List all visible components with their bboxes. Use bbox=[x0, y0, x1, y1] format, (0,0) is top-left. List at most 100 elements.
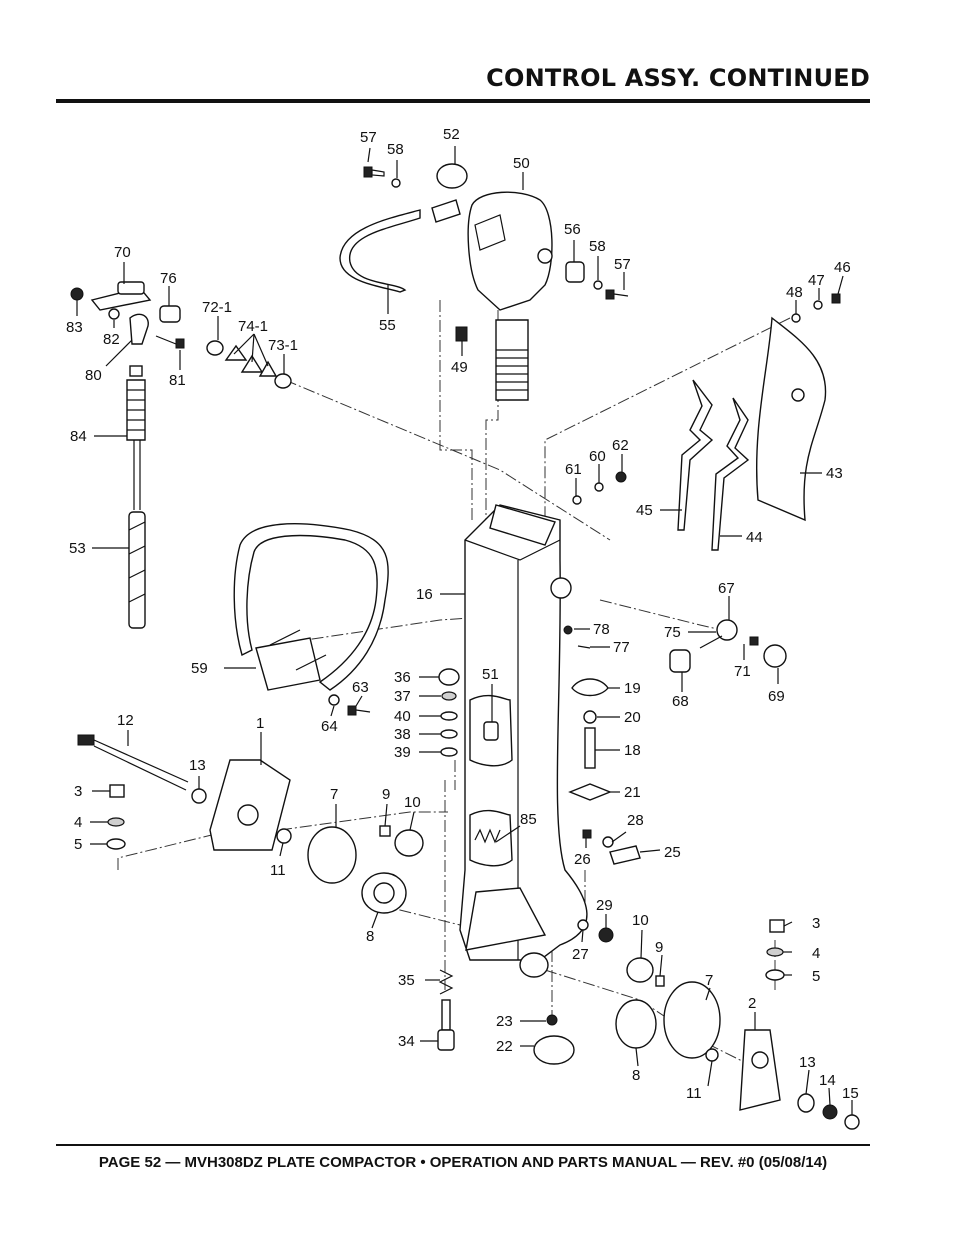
main-frame bbox=[459, 504, 588, 978]
header-rule bbox=[56, 99, 870, 103]
callout-label: 55 bbox=[379, 317, 396, 334]
callout-label: 52 bbox=[443, 126, 460, 143]
callout-label: 29 bbox=[596, 897, 613, 914]
callout-label: 18 bbox=[624, 742, 641, 759]
right-mount-parts bbox=[615, 919, 860, 1130]
callout-label: 39 bbox=[394, 744, 411, 761]
callout-label: 7 bbox=[705, 972, 713, 989]
callout-label: 47 bbox=[808, 272, 825, 289]
page-footer: PAGE 52 — MVH308DZ PLATE COMPACTOR • OPE… bbox=[98, 1154, 828, 1171]
callout-label: 75 bbox=[664, 624, 681, 641]
callout-label: 5 bbox=[74, 836, 82, 853]
callout-label: 58 bbox=[387, 141, 404, 158]
callout-label: 46 bbox=[834, 259, 851, 276]
callout-label: 83 bbox=[66, 319, 83, 336]
assembly-dash-lines bbox=[117, 300, 791, 1071]
washer-stack bbox=[438, 668, 460, 757]
callout-label: 50 bbox=[513, 155, 530, 172]
callout-label: 3 bbox=[74, 783, 82, 800]
bellows-ribs bbox=[496, 349, 528, 391]
callout-label: 26 bbox=[574, 851, 591, 868]
callout-label: 85 bbox=[520, 811, 537, 828]
callout-label: 48 bbox=[786, 284, 803, 301]
callout-label: 9 bbox=[655, 939, 663, 956]
callout-label: 34 bbox=[398, 1033, 415, 1050]
callout-label: 11 bbox=[686, 1085, 702, 1102]
callout-label: 63 bbox=[352, 679, 369, 696]
callout-label: 19 bbox=[624, 680, 641, 697]
callout-label: 13 bbox=[799, 1054, 816, 1071]
callout-label: 36 bbox=[394, 669, 411, 686]
callout-label: 23 bbox=[496, 1013, 513, 1030]
callout-label: 25 bbox=[664, 844, 681, 861]
callout-label: 11 bbox=[270, 862, 286, 879]
left-mount-parts bbox=[77, 734, 424, 914]
callout-label: 74-1 bbox=[238, 318, 268, 335]
callout-label: 77 bbox=[613, 639, 630, 656]
callout-label: 56 bbox=[564, 221, 581, 238]
callout-label: 4 bbox=[812, 945, 820, 962]
callout-label: 49 bbox=[451, 359, 468, 376]
throttle-lever-parts bbox=[563, 619, 787, 943]
callout-label: 71 bbox=[734, 663, 751, 680]
callout-label: 1 bbox=[256, 715, 264, 732]
callout-label: 9 bbox=[382, 786, 390, 803]
callout-label: 69 bbox=[768, 688, 785, 705]
callout-label: 15 bbox=[842, 1085, 859, 1102]
callout-label: 58 bbox=[589, 238, 606, 255]
callout-label: 59 bbox=[191, 660, 208, 677]
callout-label: 21 bbox=[624, 784, 641, 801]
callout-label: 7 bbox=[330, 786, 338, 803]
callout-label: 40 bbox=[394, 708, 411, 725]
leader-lines bbox=[76, 146, 853, 1115]
callout-label: 78 bbox=[593, 621, 610, 638]
upper-grip-assembly bbox=[339, 163, 629, 401]
callout-label: 27 bbox=[572, 946, 589, 963]
callout-label: 82 bbox=[103, 331, 120, 348]
callout-label: 13 bbox=[189, 757, 206, 774]
callout-label: 5 bbox=[812, 968, 820, 985]
callout-label: 73-1 bbox=[268, 337, 298, 354]
callout-label: 60 bbox=[589, 448, 606, 465]
callout-label: 8 bbox=[366, 928, 374, 945]
callout-label: 8 bbox=[632, 1067, 640, 1084]
cable-spiral bbox=[128, 521, 146, 603]
lower-handle bbox=[233, 523, 389, 716]
callout-label: 20 bbox=[624, 709, 641, 726]
callout-label: 37 bbox=[394, 688, 411, 705]
callout-label: 38 bbox=[394, 726, 411, 743]
callout-label: 16 bbox=[416, 586, 433, 603]
callout-labels: 57 58 52 50 56 58 57 55 49 70 76 72-1 74… bbox=[66, 126, 859, 1102]
callout-label: 62 bbox=[612, 437, 629, 454]
footer-rule bbox=[56, 1144, 870, 1146]
callout-label: 84 bbox=[70, 428, 87, 445]
callout-label: 67 bbox=[718, 580, 735, 597]
page-title: CONTROL ASSY. CONTINUED bbox=[486, 64, 870, 92]
callout-label: 76 bbox=[160, 270, 177, 287]
bottom-center-parts bbox=[437, 969, 575, 1065]
callout-label: 12 bbox=[117, 712, 134, 729]
side-plates bbox=[572, 293, 841, 551]
callout-label: 28 bbox=[627, 812, 644, 829]
callout-label: 4 bbox=[74, 814, 82, 831]
callout-label: 22 bbox=[496, 1038, 513, 1055]
callout-label: 68 bbox=[672, 693, 689, 710]
callout-label: 51 bbox=[482, 666, 499, 683]
callout-label: 61 bbox=[565, 461, 582, 478]
callout-label: 10 bbox=[404, 794, 421, 811]
callout-label: 70 bbox=[114, 244, 131, 261]
callout-label: 64 bbox=[321, 718, 338, 735]
callout-label: 3 bbox=[812, 915, 820, 932]
callout-label: 2 bbox=[748, 995, 756, 1012]
throttle-linkage bbox=[70, 281, 292, 629]
callout-label: 44 bbox=[746, 529, 763, 546]
callout-label: 72-1 bbox=[202, 299, 232, 316]
cable-boot-ribs bbox=[127, 389, 145, 431]
callout-label: 57 bbox=[614, 256, 631, 273]
callout-label: 81 bbox=[169, 372, 186, 389]
callout-label: 10 bbox=[632, 912, 649, 929]
callout-label: 53 bbox=[69, 540, 86, 557]
callout-label: 80 bbox=[85, 367, 102, 384]
callout-label: 43 bbox=[826, 465, 843, 482]
